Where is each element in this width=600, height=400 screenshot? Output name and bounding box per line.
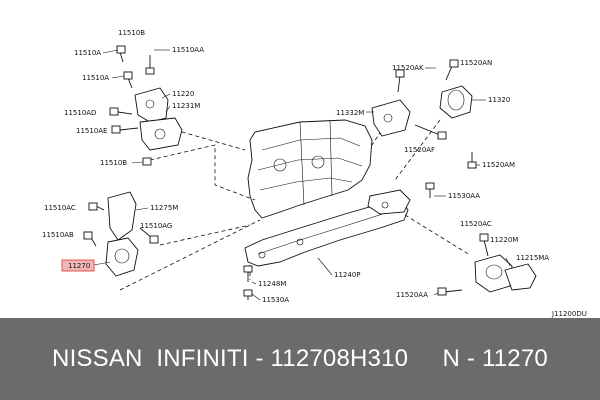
label-11215MA: 11215MA	[516, 254, 549, 262]
label-11520AK: 11520AK	[392, 64, 424, 72]
label-11520AM: 11520AM	[482, 161, 515, 169]
label-11510AG: 11510AG	[140, 222, 172, 230]
label-11530A: 11530A	[262, 296, 289, 304]
label-11510A-1: 11510A	[74, 49, 101, 57]
label-11220: 11220	[172, 90, 194, 98]
label-11520AF: 11520AF	[404, 146, 435, 154]
label-11510B-top: 11510B	[118, 29, 145, 37]
lower-right-mount	[437, 233, 537, 296]
label-11520AC: 11520AC	[460, 220, 492, 228]
diagram-code: J11200DU	[551, 310, 587, 318]
label-11231M: 11231M	[172, 102, 200, 110]
label-11275M: 11275M	[150, 204, 178, 212]
label-11510AC: 11510AC	[44, 204, 76, 212]
label-11510B-bottom: 11510B	[100, 159, 127, 167]
label-11510AB: 11510AB	[42, 231, 74, 239]
upper-right-mount	[371, 59, 477, 198]
engine-block	[247, 119, 373, 219]
crossmember-bolts	[243, 265, 253, 300]
label-11510AA: 11510AA	[172, 46, 204, 54]
label-11248M: 11248M	[258, 280, 286, 288]
label-11320: 11320	[488, 96, 510, 104]
part-labels: 11510B 11510A 11510AA 11510A 11220 11510…	[42, 29, 587, 318]
label-11510AD: 11510AD	[64, 109, 96, 117]
parts-diagram: 11510B 11510A 11510AA 11510A 11220 11510…	[42, 29, 587, 318]
label-leaders	[102, 49, 511, 301]
upper-left-mount	[109, 45, 183, 166]
label-11220M: 11220M	[490, 236, 518, 244]
label-11510AE: 11510AE	[76, 127, 107, 135]
label-11520AN: 11520AN	[460, 59, 492, 67]
label-11240P: 11240P	[334, 271, 361, 279]
highlight-leader	[93, 261, 111, 266]
banner-text: NISSAN INFINITI - 112708H310 N - 11270	[52, 345, 548, 372]
label-11530AA: 11530AA	[448, 192, 480, 200]
highlight-box	[61, 259, 95, 272]
lower-left-mount	[83, 191, 159, 277]
label-11520AA: 11520AA	[396, 291, 428, 299]
crossmember	[244, 189, 411, 267]
label-11270-highlight: 11270	[68, 262, 90, 270]
label-11332M: 11332M	[336, 109, 364, 117]
label-11510A-2: 11510A	[82, 74, 109, 82]
part-number-banner: NISSAN INFINITI - 112708H310 N - 11270	[0, 318, 600, 400]
